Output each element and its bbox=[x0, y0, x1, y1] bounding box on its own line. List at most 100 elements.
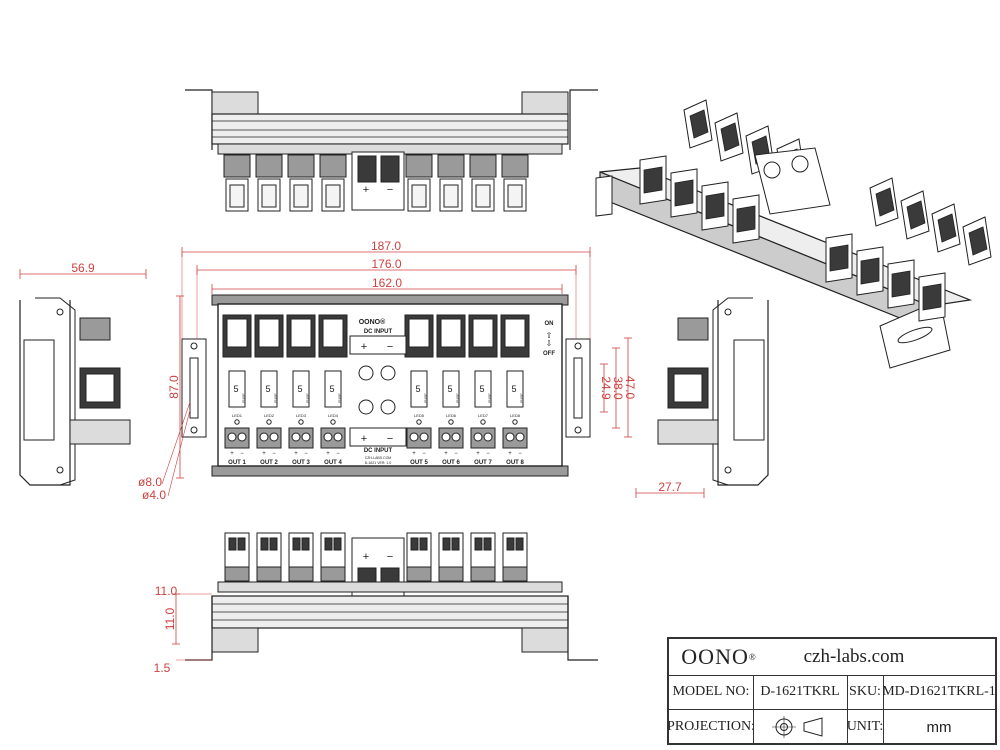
dc-input-top-label: DC INPUT bbox=[364, 329, 393, 335]
output-screw-a-3 bbox=[291, 432, 301, 442]
left-side-bracket bbox=[35, 297, 76, 486]
output-screw-a-8 bbox=[505, 432, 515, 442]
bottom-connector-5 bbox=[406, 566, 432, 582]
bottom-bracket-left bbox=[211, 627, 259, 653]
bottom-terminal-a-3 bbox=[292, 537, 301, 551]
output-plus-3: + bbox=[294, 451, 298, 457]
left-side-hole-top bbox=[56, 308, 64, 316]
front-bracket-right-hole-a bbox=[574, 342, 582, 350]
output-label-4: OUT 4 bbox=[324, 460, 342, 466]
output-screw-a-2 bbox=[259, 432, 269, 442]
iso-terminal-face-1 bbox=[643, 166, 663, 194]
bottom-bracket-right bbox=[521, 627, 569, 653]
top-terminal-inner-7 bbox=[475, 184, 491, 208]
top-dc-plug-left bbox=[357, 155, 377, 183]
dim-187-label: 187.0 bbox=[371, 239, 401, 253]
left-side-hole-bottom bbox=[56, 466, 64, 474]
output-plus-6: + bbox=[444, 451, 448, 457]
sku-label: SKU: bbox=[847, 675, 884, 709]
website: czh-labs.com bbox=[803, 646, 905, 667]
right-side-terminal-face bbox=[673, 373, 703, 403]
iso-bracket-slot bbox=[897, 326, 933, 344]
led-5 bbox=[416, 419, 422, 425]
bottom-terminal-a-1 bbox=[228, 537, 237, 551]
dim-162-label: 162.0 bbox=[372, 276, 402, 290]
iso-terminal-face-5 bbox=[829, 244, 849, 272]
output-label-1: OUT 1 bbox=[228, 460, 246, 466]
switch-rocker-5 bbox=[408, 318, 430, 348]
board-logo: OONO® bbox=[359, 318, 386, 326]
fuse-text-6: FUSE bbox=[456, 393, 460, 403]
title-block: OONO® czh-labs.com MODEL NO: D-1621TKRL … bbox=[667, 637, 997, 745]
dc-input-top-block bbox=[349, 335, 407, 355]
board-model-text: CZH-LABS.COM bbox=[365, 456, 392, 460]
left-side-view bbox=[19, 297, 131, 486]
dim-4-label: ø4.0 bbox=[142, 488, 166, 502]
led-8 bbox=[512, 419, 518, 425]
bottom-terminal-a-4 bbox=[324, 537, 333, 551]
fuse-value-2: 5 bbox=[265, 384, 270, 394]
fuse-value-8: 5 bbox=[511, 384, 516, 394]
fuse-2 bbox=[260, 370, 278, 408]
bottom-connector-7 bbox=[470, 566, 496, 582]
model-label: MODEL NO: bbox=[669, 675, 754, 709]
led-label-5: LED5 bbox=[414, 413, 425, 418]
dim-176-label: 176.0 bbox=[371, 257, 401, 271]
dc-input-bottom-block bbox=[349, 427, 407, 447]
output-minus-5: − bbox=[422, 451, 426, 457]
iso-switch-rocker-1 bbox=[689, 109, 709, 139]
led-3 bbox=[298, 419, 304, 425]
right-side-bracket bbox=[712, 297, 753, 486]
led-label-3: LED3 bbox=[296, 413, 307, 418]
top-bracket-right bbox=[521, 91, 569, 115]
first-angle-projection-icon bbox=[772, 716, 823, 738]
led-4 bbox=[330, 419, 336, 425]
leader-4 bbox=[167, 409, 191, 497]
fuse-6 bbox=[442, 370, 460, 408]
title-row-projection: PROJECTION: UNIT: mm bbox=[669, 709, 995, 745]
switch-rocker-6 bbox=[440, 318, 462, 348]
output-label-5: OUT 5 bbox=[410, 460, 428, 466]
title-row-brand: OONO® czh-labs.com bbox=[669, 639, 995, 676]
dc-bottom-plus: + bbox=[361, 433, 367, 445]
bottom-terminal-a-2 bbox=[260, 537, 269, 551]
top-connector-1 bbox=[223, 154, 251, 178]
bottom-connector-4 bbox=[320, 566, 346, 582]
top-view: +− bbox=[185, 89, 598, 212]
sku-value: MD-D1621TKRL-1 bbox=[883, 684, 995, 699]
dim-24-9-label: 24.9 bbox=[599, 376, 613, 400]
output-minus-8: − bbox=[518, 451, 522, 457]
output-plus-2: + bbox=[262, 451, 266, 457]
bottom-terminal-b-6 bbox=[451, 537, 460, 551]
output-label-3: OUT 3 bbox=[292, 460, 310, 466]
bottom-terminal-b-2 bbox=[269, 537, 278, 551]
fuse-3 bbox=[292, 370, 310, 408]
bottom-plus-label: + bbox=[363, 551, 369, 563]
bottom-terminal-b-3 bbox=[301, 537, 310, 551]
iso-terminal-face-7 bbox=[891, 270, 911, 298]
right-side-switch bbox=[677, 317, 709, 341]
fuse-1 bbox=[228, 370, 246, 408]
output-plus-1: + bbox=[230, 451, 234, 457]
rail-right-bracket bbox=[569, 89, 598, 150]
fuse-text-7: FUSE bbox=[488, 393, 492, 403]
left-side-connector bbox=[69, 419, 131, 445]
iso-terminal-face-4 bbox=[736, 205, 756, 233]
fuse-5 bbox=[410, 370, 428, 408]
fuse-value-7: 5 bbox=[479, 384, 484, 394]
top-minus-label: − bbox=[387, 184, 393, 196]
fuse-8 bbox=[506, 370, 524, 408]
output-plus-8: + bbox=[508, 451, 512, 457]
output-plus-4: + bbox=[326, 451, 330, 457]
output-label-6: OUT 6 bbox=[442, 460, 460, 466]
led-7 bbox=[480, 419, 486, 425]
dc-input-bottom-label: DC INPUT bbox=[364, 448, 393, 454]
output-minus-4: − bbox=[336, 451, 340, 457]
iso-terminal-face-8 bbox=[922, 283, 942, 311]
output-screw-b-7 bbox=[483, 432, 493, 442]
left-side-switch bbox=[79, 317, 111, 341]
title-row-model: MODEL NO: D-1621TKRL SKU: MD-D1621TKRL-1 bbox=[669, 675, 995, 710]
top-connector-5 bbox=[405, 154, 433, 178]
front-bracket-left-hole-b bbox=[190, 426, 198, 434]
output-minus-7: − bbox=[486, 451, 490, 457]
